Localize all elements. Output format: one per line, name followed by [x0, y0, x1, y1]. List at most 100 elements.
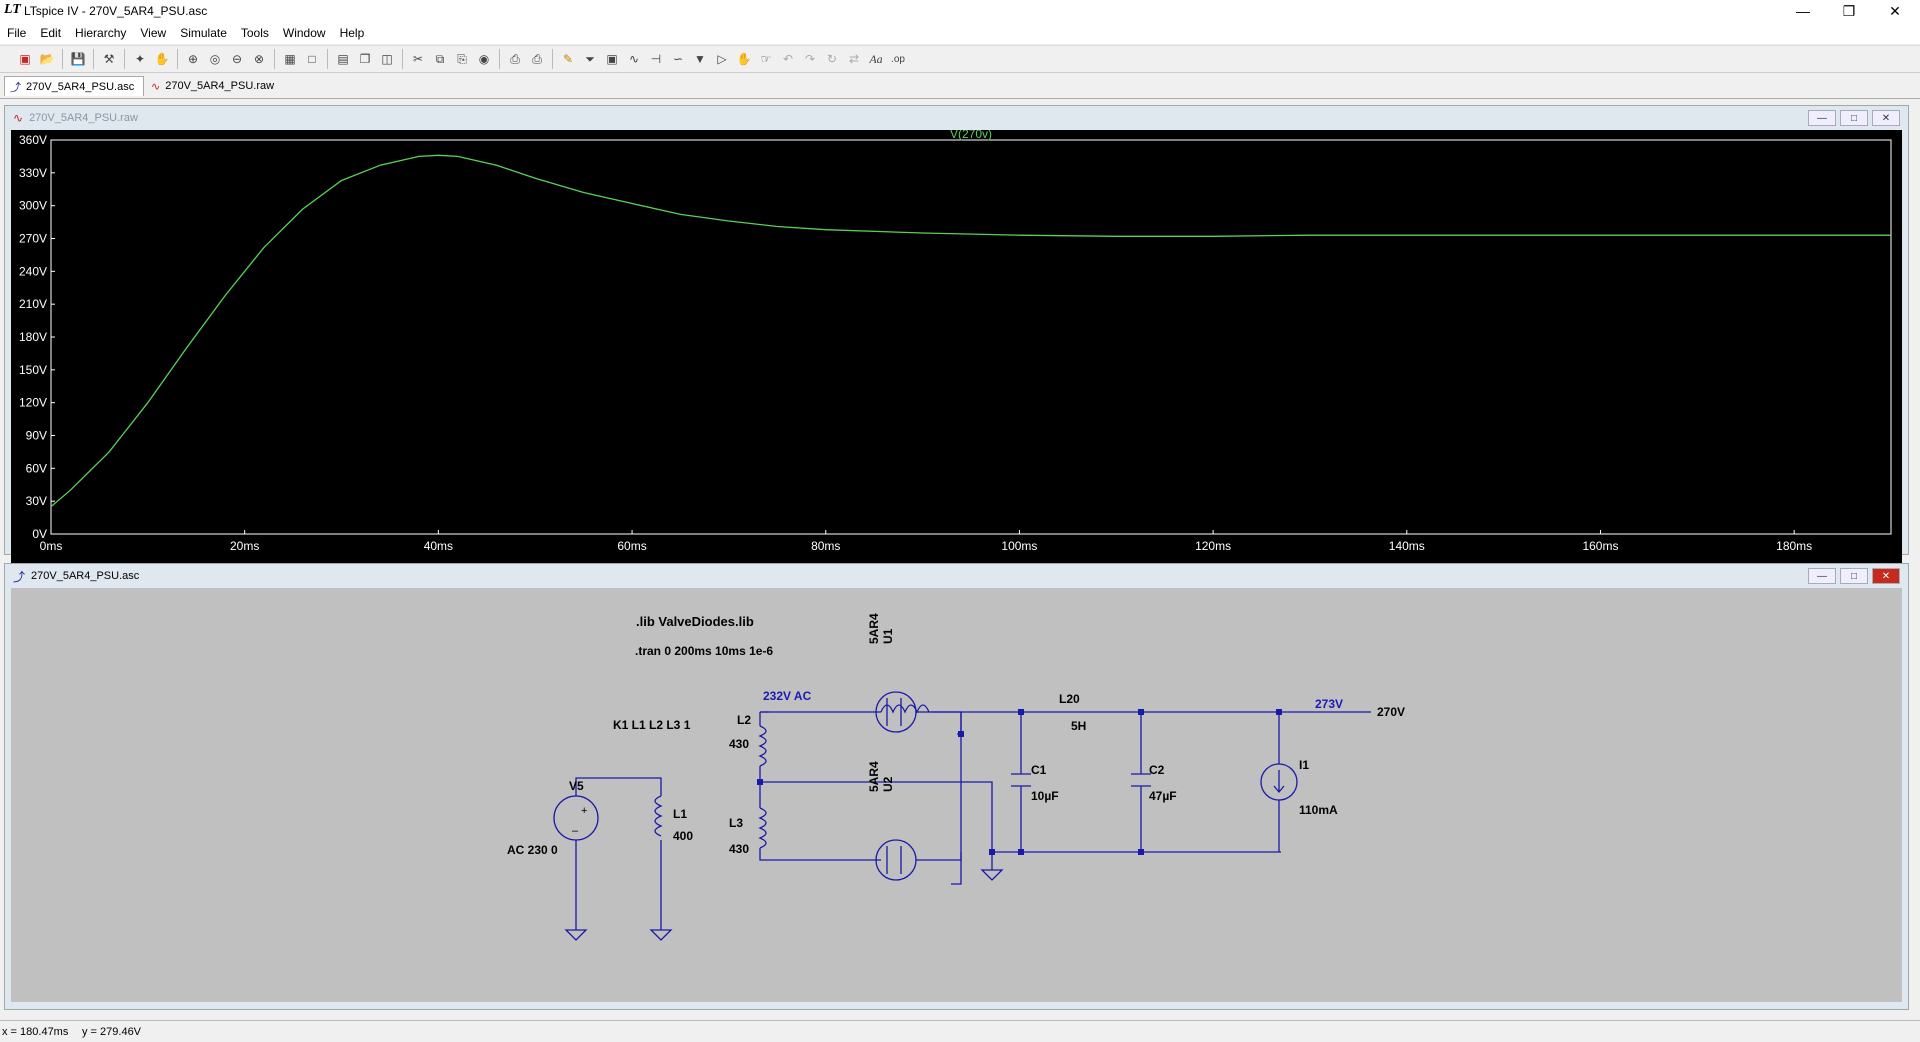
y-tick-label: 0V — [32, 527, 47, 541]
delete-traces-icon[interactable]: □ — [308, 52, 316, 66]
close-icon[interactable]: ✕ — [1872, 110, 1900, 126]
tab-schematic[interactable]: ⤴ 270V_5AR4_PSU.asc — [4, 76, 144, 96]
text-icon[interactable]: Aa — [869, 51, 883, 66]
ac-net-label[interactable]: 232V AC — [763, 689, 812, 703]
drag-icon[interactable]: ☞ — [760, 52, 772, 66]
control-panel-icon[interactable]: ⚒ — [103, 52, 115, 66]
undo-icon[interactable]: ↶ — [782, 52, 794, 66]
menu-view[interactable]: View — [140, 26, 167, 40]
resistor-icon[interactable]: ∿ — [628, 52, 640, 66]
autorange-icon[interactable]: ▦ — [284, 52, 296, 66]
y-tick-label: 180V — [19, 330, 47, 344]
rotate-icon[interactable]: ↻ — [826, 52, 838, 66]
paste-icon[interactable]: ⎘ — [457, 51, 467, 66]
inductor-icon[interactable]: ∽ — [672, 52, 684, 66]
tile-vertical-icon[interactable]: ◫ — [381, 52, 393, 66]
u1-name: U1 — [881, 628, 895, 644]
u2-valve-symbol — [875, 839, 917, 881]
spice-directive-icon[interactable]: .op — [891, 53, 905, 65]
l3-value: 430 — [729, 842, 749, 856]
label-net-icon[interactable]: ▣ — [606, 52, 618, 66]
menu-simulate[interactable]: Simulate — [180, 26, 227, 40]
waveform-window-caption: ∿ 270V_5AR4_PSU.raw — □ ✕ — [5, 106, 1908, 130]
x-tick-label: 40ms — [424, 539, 453, 553]
y-tick-label: 60V — [26, 461, 47, 475]
x-tick-label: 160ms — [1582, 539, 1618, 553]
run-icon[interactable]: ✦ — [134, 52, 146, 66]
tran-directive[interactable]: .tran 0 200ms 10ms 1e-6 — [635, 644, 773, 658]
ground-symbol — [980, 869, 1004, 881]
lib-directive[interactable]: .lib ValveDiodes.lib — [636, 614, 754, 629]
trace-v270v — [50, 154, 1891, 508]
move-icon[interactable]: ✋ — [736, 52, 752, 66]
c2-value: 47µF — [1149, 789, 1177, 803]
zoom-out-icon[interactable]: ⊖ — [231, 52, 243, 66]
v5-name: V5 — [569, 779, 584, 793]
menu-file[interactable]: File — [7, 26, 27, 40]
redo-icon[interactable]: ↷ — [804, 52, 816, 66]
junction-dot — [757, 779, 763, 785]
waveform-plot[interactable]: 0V30V60V90V120V150V180V210V240V270V300V3… — [11, 130, 1902, 570]
coupling-directive[interactable]: K1 L1 L2 L3 1 — [613, 718, 691, 732]
l2-name: L2 — [737, 713, 751, 727]
zoom-in-icon[interactable]: ⊕ — [187, 52, 199, 66]
l1-coil — [654, 795, 663, 837]
dc-net-label[interactable]: 273V — [1315, 697, 1343, 711]
minimize-icon[interactable]: — — [1808, 110, 1836, 126]
y-tick-label: 270V — [19, 232, 47, 246]
draw-wire-icon[interactable]: ✎ — [562, 52, 574, 66]
ground-icon[interactable]: ⏷ — [585, 51, 595, 66]
zoom-pan-icon[interactable]: ◎ — [209, 52, 221, 66]
capacitor-icon[interactable]: ⊣ — [650, 52, 662, 66]
menu-hierarchy[interactable]: Hierarchy — [75, 26, 127, 40]
x-tick-label: 140ms — [1389, 539, 1425, 553]
u1-electrodes — [886, 698, 902, 726]
restore-button[interactable]: ❐ — [1842, 2, 1856, 19]
copy-icon[interactable]: ⧉ — [435, 51, 445, 66]
menu-window[interactable]: Window — [282, 26, 326, 40]
new-schematic-icon[interactable]: ▣ — [19, 52, 31, 66]
schematic-icon: ⤴ — [13, 569, 26, 584]
menu-help[interactable]: Help — [339, 26, 365, 40]
schematic-drawing[interactable]: .lib ValveDiodes.lib .tran 0 200ms 10ms … — [11, 588, 1902, 1002]
close-icon[interactable]: ✕ — [1872, 568, 1900, 584]
mirror-icon[interactable]: ⇄ — [848, 52, 860, 66]
close-button[interactable]: ✕ — [1889, 2, 1901, 19]
halt-icon[interactable]: ✋ — [154, 52, 170, 66]
menu-tools[interactable]: Tools — [240, 26, 269, 40]
status-bar: x = 180.47ms y = 279.46V — [0, 1020, 1920, 1042]
zoom-fit-icon[interactable]: ⊗ — [253, 52, 265, 66]
out-net-label[interactable]: 270V — [1377, 705, 1405, 719]
maximize-icon[interactable]: □ — [1840, 568, 1868, 584]
print-preview-icon[interactable]: ⎙ — [510, 51, 520, 66]
junction-dot — [958, 731, 964, 737]
wire — [759, 712, 881, 861]
l20-name: L20 — [1059, 692, 1080, 706]
ltspice-app-icon: LT — [4, 2, 21, 17]
l3-name: L3 — [729, 816, 743, 830]
c1-value: 10µF — [1031, 789, 1059, 803]
component-icon[interactable]: ▷ — [717, 52, 727, 66]
tab-waveform[interactable]: ∿ 270V_5AR4_PSU.raw — [146, 76, 284, 96]
maximize-icon[interactable]: □ — [1840, 110, 1868, 126]
diode-icon[interactable]: ▼ — [694, 52, 706, 66]
print-icon[interactable]: ⎙ — [532, 51, 542, 66]
cascade-icon[interactable]: ❐ — [359, 52, 371, 66]
cursor-x-readout: x = 180.47ms — [2, 1026, 69, 1038]
schematic-canvas[interactable]: .lib ValveDiodes.lib .tran 0 200ms 10ms … — [11, 588, 1902, 1002]
wire — [575, 777, 662, 888]
open-icon[interactable]: 📂 — [39, 52, 55, 66]
trace-legend[interactable]: V(270v) — [950, 130, 992, 141]
menu-edit[interactable]: Edit — [40, 26, 62, 40]
u2-value: 5AR4 — [867, 761, 881, 792]
cursor-y-readout: y = 279.46V — [82, 1026, 142, 1038]
y-tick-label: 330V — [19, 166, 47, 180]
cut-icon[interactable]: ✂ — [412, 52, 424, 66]
tile-horizontal-icon[interactable]: ▤ — [337, 52, 349, 66]
minimize-button[interactable]: — — [1796, 3, 1810, 19]
find-icon[interactable]: ◉ — [478, 52, 490, 66]
minimize-icon[interactable]: — — [1808, 568, 1836, 584]
y-tick-label: 300V — [19, 199, 47, 213]
save-icon[interactable]: 💾 — [70, 52, 86, 66]
